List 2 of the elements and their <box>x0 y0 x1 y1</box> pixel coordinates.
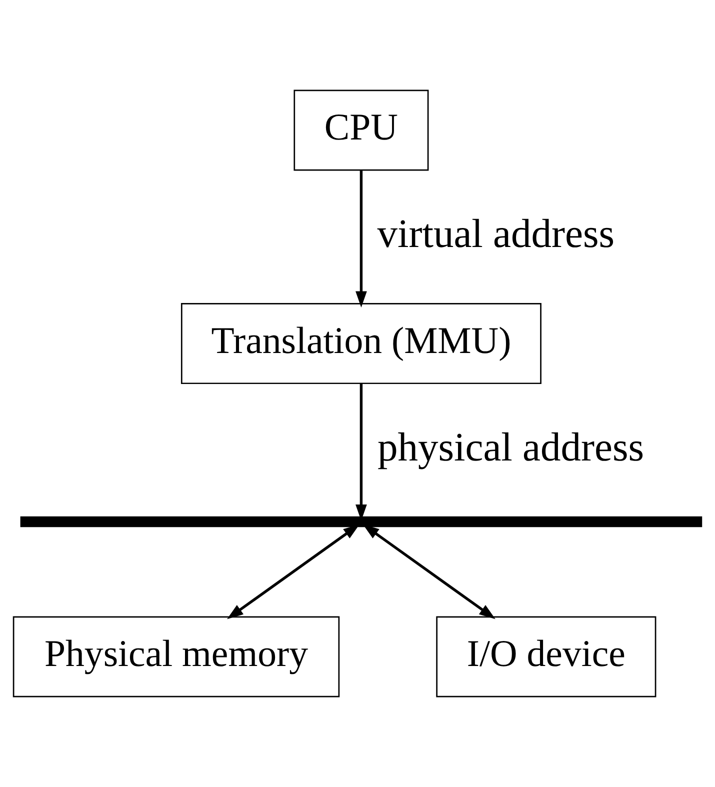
edge-label: physical address <box>377 424 644 470</box>
edge-label: virtual address <box>377 211 615 256</box>
